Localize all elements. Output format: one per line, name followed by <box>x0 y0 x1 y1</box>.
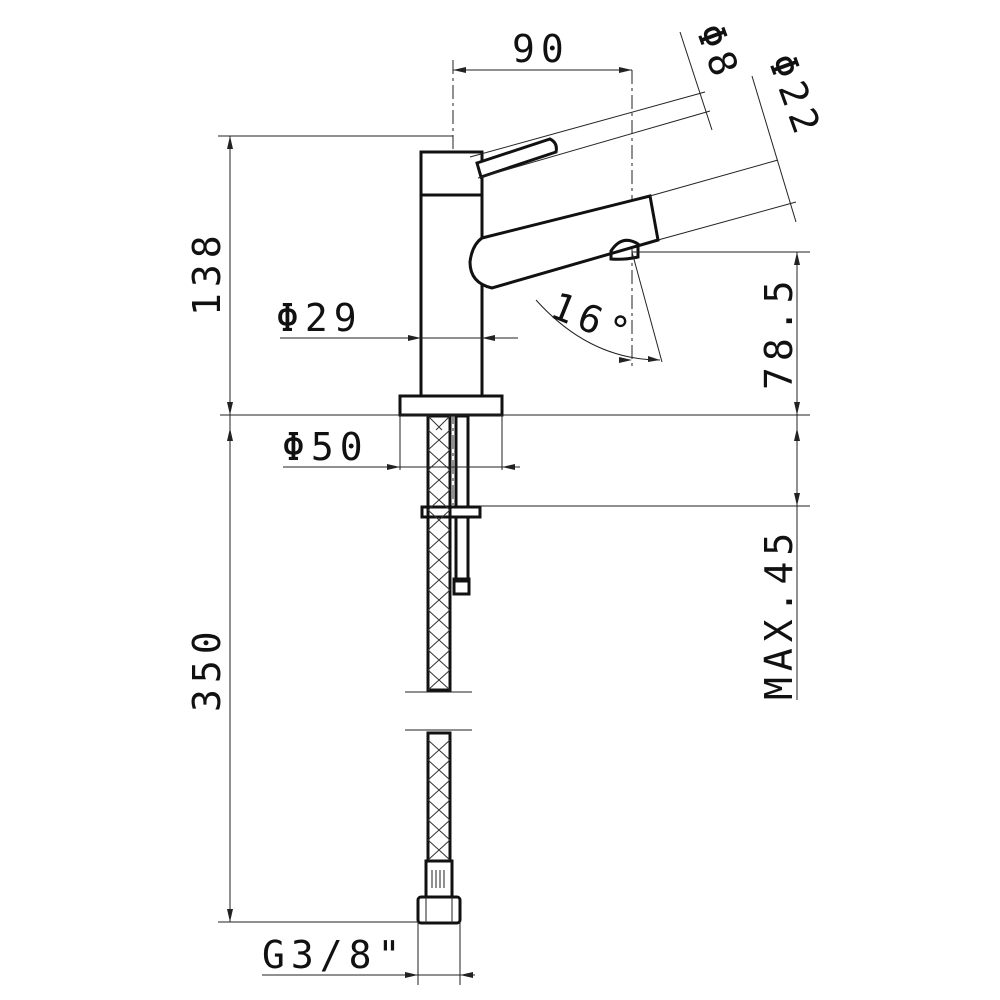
faucet-body <box>398 137 660 417</box>
lever-handle <box>475 137 558 179</box>
arrow <box>405 972 418 978</box>
dim-hose-length: 350 <box>185 625 229 712</box>
arrow <box>502 464 515 470</box>
dim-total-height: 138 <box>185 229 229 316</box>
dim-line-spout-diameter <box>751 75 797 223</box>
arrow <box>387 464 400 470</box>
dim-connection-thread: G3/8" <box>262 933 406 977</box>
fixing-rod <box>454 414 470 583</box>
base-plate <box>398 394 504 417</box>
angle-leg <box>631 251 663 363</box>
hose-braid-pattern-lower <box>427 739 451 861</box>
ext-line-lever-bottom <box>477 110 711 179</box>
spout <box>468 194 660 290</box>
aerator <box>609 238 640 261</box>
arrow <box>619 67 632 73</box>
arrow <box>794 428 800 441</box>
ext-line-spout-bottom <box>657 201 797 241</box>
ext-line-spout-top <box>649 159 779 197</box>
arrow <box>619 357 632 363</box>
dim-line-lever-diameter <box>679 31 713 131</box>
rod-end-nut <box>452 577 471 596</box>
arrow <box>460 972 473 978</box>
arrow <box>408 335 421 341</box>
arrow <box>648 356 660 362</box>
arrow <box>227 136 233 149</box>
dim-spout-reach: 90 <box>512 27 570 71</box>
arrow <box>227 402 233 415</box>
dim-spout-height: 78.5 <box>757 274 801 390</box>
arrow <box>453 67 466 73</box>
connection-nut <box>416 895 462 925</box>
arrow <box>794 252 800 265</box>
arrow <box>227 909 233 922</box>
angle-arc <box>535 299 661 361</box>
dim-base-diameter: Φ50 <box>282 425 369 469</box>
hose-ferrule <box>424 859 454 899</box>
dim-spout-diameter: Φ22 <box>760 48 831 144</box>
dim-lever-diameter: Φ8 <box>688 18 749 87</box>
dim-body-diameter: Φ29 <box>276 296 363 340</box>
ext-line-lever-top <box>469 91 706 158</box>
arrow <box>794 493 800 506</box>
arrow <box>227 428 233 441</box>
under-counter-parts <box>405 414 482 925</box>
hose-braid-pattern-upper <box>427 415 451 691</box>
arrow <box>794 402 800 415</box>
braided-hose-upper <box>426 414 452 692</box>
dim-spout-angle: 16° <box>545 284 642 357</box>
arrow <box>482 335 495 341</box>
dim-max-thickness: MAX.45 <box>757 527 801 700</box>
dimension-lines <box>218 31 810 985</box>
